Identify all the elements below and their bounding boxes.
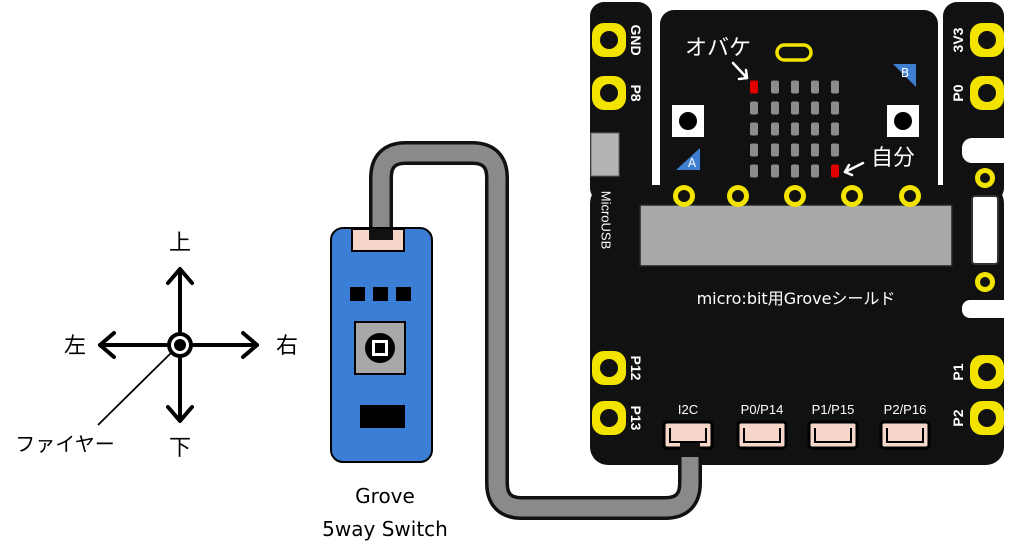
pin-label: P2	[950, 409, 966, 426]
port-i2c: I2C	[662, 402, 714, 450]
module-chip	[360, 405, 405, 428]
microbit: A B オバケ 自分	[660, 10, 938, 215]
ghost-pointer-arrow-icon	[731, 61, 749, 81]
led-matrix	[750, 80, 839, 178]
port-label: I2C	[678, 402, 698, 417]
port-p1-p15: P1/P15	[807, 402, 859, 450]
edge-pad	[784, 185, 806, 207]
led	[771, 164, 779, 178]
led-lit	[831, 164, 839, 178]
fire-pointer-line	[97, 351, 173, 426]
module-name-line1: Grove	[355, 484, 415, 508]
port-p0-p14: P0/P14	[736, 402, 788, 450]
led	[811, 101, 819, 115]
player-label: 自分	[871, 146, 915, 171]
pin-p12: P12	[592, 351, 644, 385]
cable-plug-module	[369, 229, 393, 240]
button-a[interactable]	[672, 105, 704, 137]
led	[811, 164, 819, 178]
port-label: P0/P14	[741, 402, 784, 417]
label-up: 上	[169, 231, 191, 256]
led	[811, 122, 819, 136]
pin-p0: P0	[950, 76, 1004, 110]
micro-usb-label: MicroUSB	[599, 191, 614, 250]
module-led-pads	[350, 287, 411, 301]
pin-p2: P2	[950, 401, 1004, 435]
led	[831, 101, 839, 115]
port-p2-p16: P2/P16	[879, 402, 931, 450]
button-b-label: B	[901, 66, 909, 80]
led	[771, 122, 779, 136]
led	[791, 101, 799, 115]
pin-label: P1	[950, 363, 966, 380]
microbit-edge-pads	[673, 185, 921, 207]
cable-plug-shield	[680, 443, 700, 457]
pin-label: P12	[628, 356, 644, 381]
switch-module	[330, 227, 433, 463]
button-b-marker-icon: B	[893, 64, 916, 87]
led	[771, 101, 779, 115]
label-down: 下	[169, 436, 191, 461]
label-left: 左	[64, 334, 86, 359]
microbit-logo-icon	[775, 43, 813, 62]
pin-p8: P8	[592, 76, 644, 110]
led	[811, 80, 819, 94]
pin-p13: P13	[592, 401, 644, 435]
port-label: P1/P15	[812, 402, 855, 417]
edge-pad	[899, 185, 921, 207]
pin-label: P0	[950, 84, 966, 101]
edge-connector-slot	[639, 204, 953, 267]
pin-label: 3V3	[950, 27, 966, 52]
shield-notch-lower	[962, 300, 1022, 318]
grove-cable	[369, 141, 702, 520]
led	[831, 122, 839, 136]
led	[831, 80, 839, 94]
led	[750, 101, 758, 115]
port-label: P2/P16	[884, 402, 927, 417]
module-name-line2: 5way Switch	[322, 517, 448, 541]
micro-usb-port	[590, 132, 620, 177]
pin-p1: P1	[950, 355, 1004, 389]
pin-label: P8	[628, 84, 644, 101]
led	[791, 122, 799, 136]
arrow-up-icon	[166, 267, 194, 333]
grove-shield: A B オバケ 自分 M	[590, 2, 1022, 465]
side-connector	[971, 168, 999, 292]
led	[831, 143, 839, 157]
pin-label: P13	[628, 406, 644, 431]
led	[750, 143, 758, 157]
pin-label: GND	[628, 24, 644, 55]
led-lit	[750, 80, 758, 94]
label-fire: ファイヤー	[15, 432, 114, 456]
arrow-right-icon	[192, 331, 259, 359]
label-right: 右	[276, 334, 298, 359]
button-a-label: A	[688, 156, 697, 170]
shield-notch-upper	[962, 138, 1022, 163]
led	[791, 143, 799, 157]
pin-gnd: GND	[592, 23, 644, 57]
button-a-marker-icon: A	[676, 148, 700, 170]
led	[750, 164, 758, 178]
five-way-switch-knob[interactable]	[354, 321, 406, 375]
player-pointer-arrow-icon	[843, 161, 865, 177]
arrow-down-icon	[166, 357, 194, 423]
pin-3v3: 3V3	[950, 23, 1004, 57]
led	[811, 143, 819, 157]
ghost-label: オバケ	[685, 36, 751, 61]
stick-center-icon	[167, 332, 193, 358]
led	[791, 80, 799, 94]
shield-title: micro:bit用Groveシールド	[697, 289, 896, 308]
led	[771, 80, 779, 94]
arrow-left-icon	[98, 331, 168, 359]
direction-legend: 上 下 左 右 ファイヤー	[15, 231, 298, 461]
led	[771, 143, 779, 157]
led	[791, 164, 799, 178]
edge-pad	[673, 185, 695, 207]
led	[750, 122, 758, 136]
edge-pad	[727, 185, 749, 207]
edge-pad	[841, 185, 863, 207]
button-b[interactable]	[887, 105, 919, 137]
